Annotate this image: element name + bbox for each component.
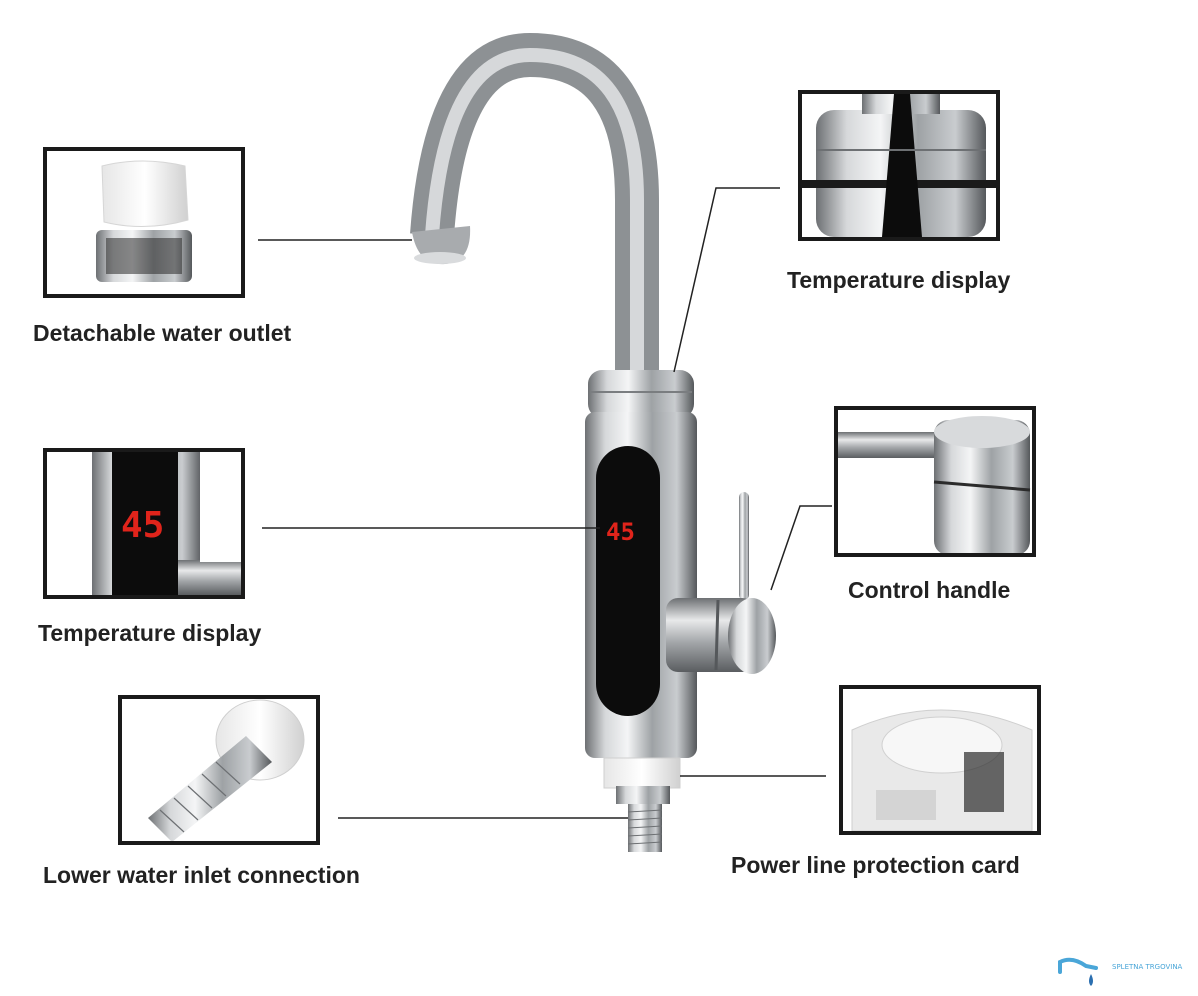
handle-thumbnail xyxy=(838,416,1031,553)
watermark-text: SPLETNA TRGOVINA xyxy=(1112,963,1183,971)
leader-handle xyxy=(770,505,832,591)
left-display-reading: 45 xyxy=(121,505,164,546)
callout-outlet: Detachable water outlet xyxy=(33,147,292,346)
faucet: 45 xyxy=(410,32,776,852)
callout-top-display: Temperature display xyxy=(787,90,1010,293)
protection-thumbnail xyxy=(851,709,1033,831)
faucet-collar xyxy=(588,370,694,418)
control-handle-lever xyxy=(739,492,749,600)
callout-inlet: Lower water inlet connection xyxy=(43,695,360,888)
callout-left-display-label: Temperature display xyxy=(38,620,261,646)
callout-handle-label: Control handle xyxy=(848,577,1010,603)
watermark: SPLETNA TRGOVINA xyxy=(1058,957,1183,986)
faucet-protection-ring xyxy=(603,757,681,789)
leader-top-display xyxy=(673,187,780,373)
faucet-display-window xyxy=(596,446,660,716)
callout-inlet-label: Lower water inlet connection xyxy=(43,862,360,888)
faucet-logo-icon xyxy=(1058,957,1098,986)
inlet-thumbnail xyxy=(148,699,305,841)
left-display-thumbnail xyxy=(92,452,241,595)
callout-protection: Power line protection card xyxy=(731,685,1041,878)
faucet-display-reading: 45 xyxy=(606,518,635,546)
callout-outlet-label: Detachable water outlet xyxy=(33,320,292,346)
callout-handle: Control handle xyxy=(834,406,1036,603)
leader-lines xyxy=(258,187,832,819)
callout-left-display: 45 Temperature display xyxy=(38,448,261,646)
callout-protection-label: Power line protection card xyxy=(731,852,1020,878)
top-display-thumbnail xyxy=(802,94,996,237)
outlet-thumbnail xyxy=(96,160,192,282)
callout-top-display-label: Temperature display xyxy=(787,267,1010,293)
